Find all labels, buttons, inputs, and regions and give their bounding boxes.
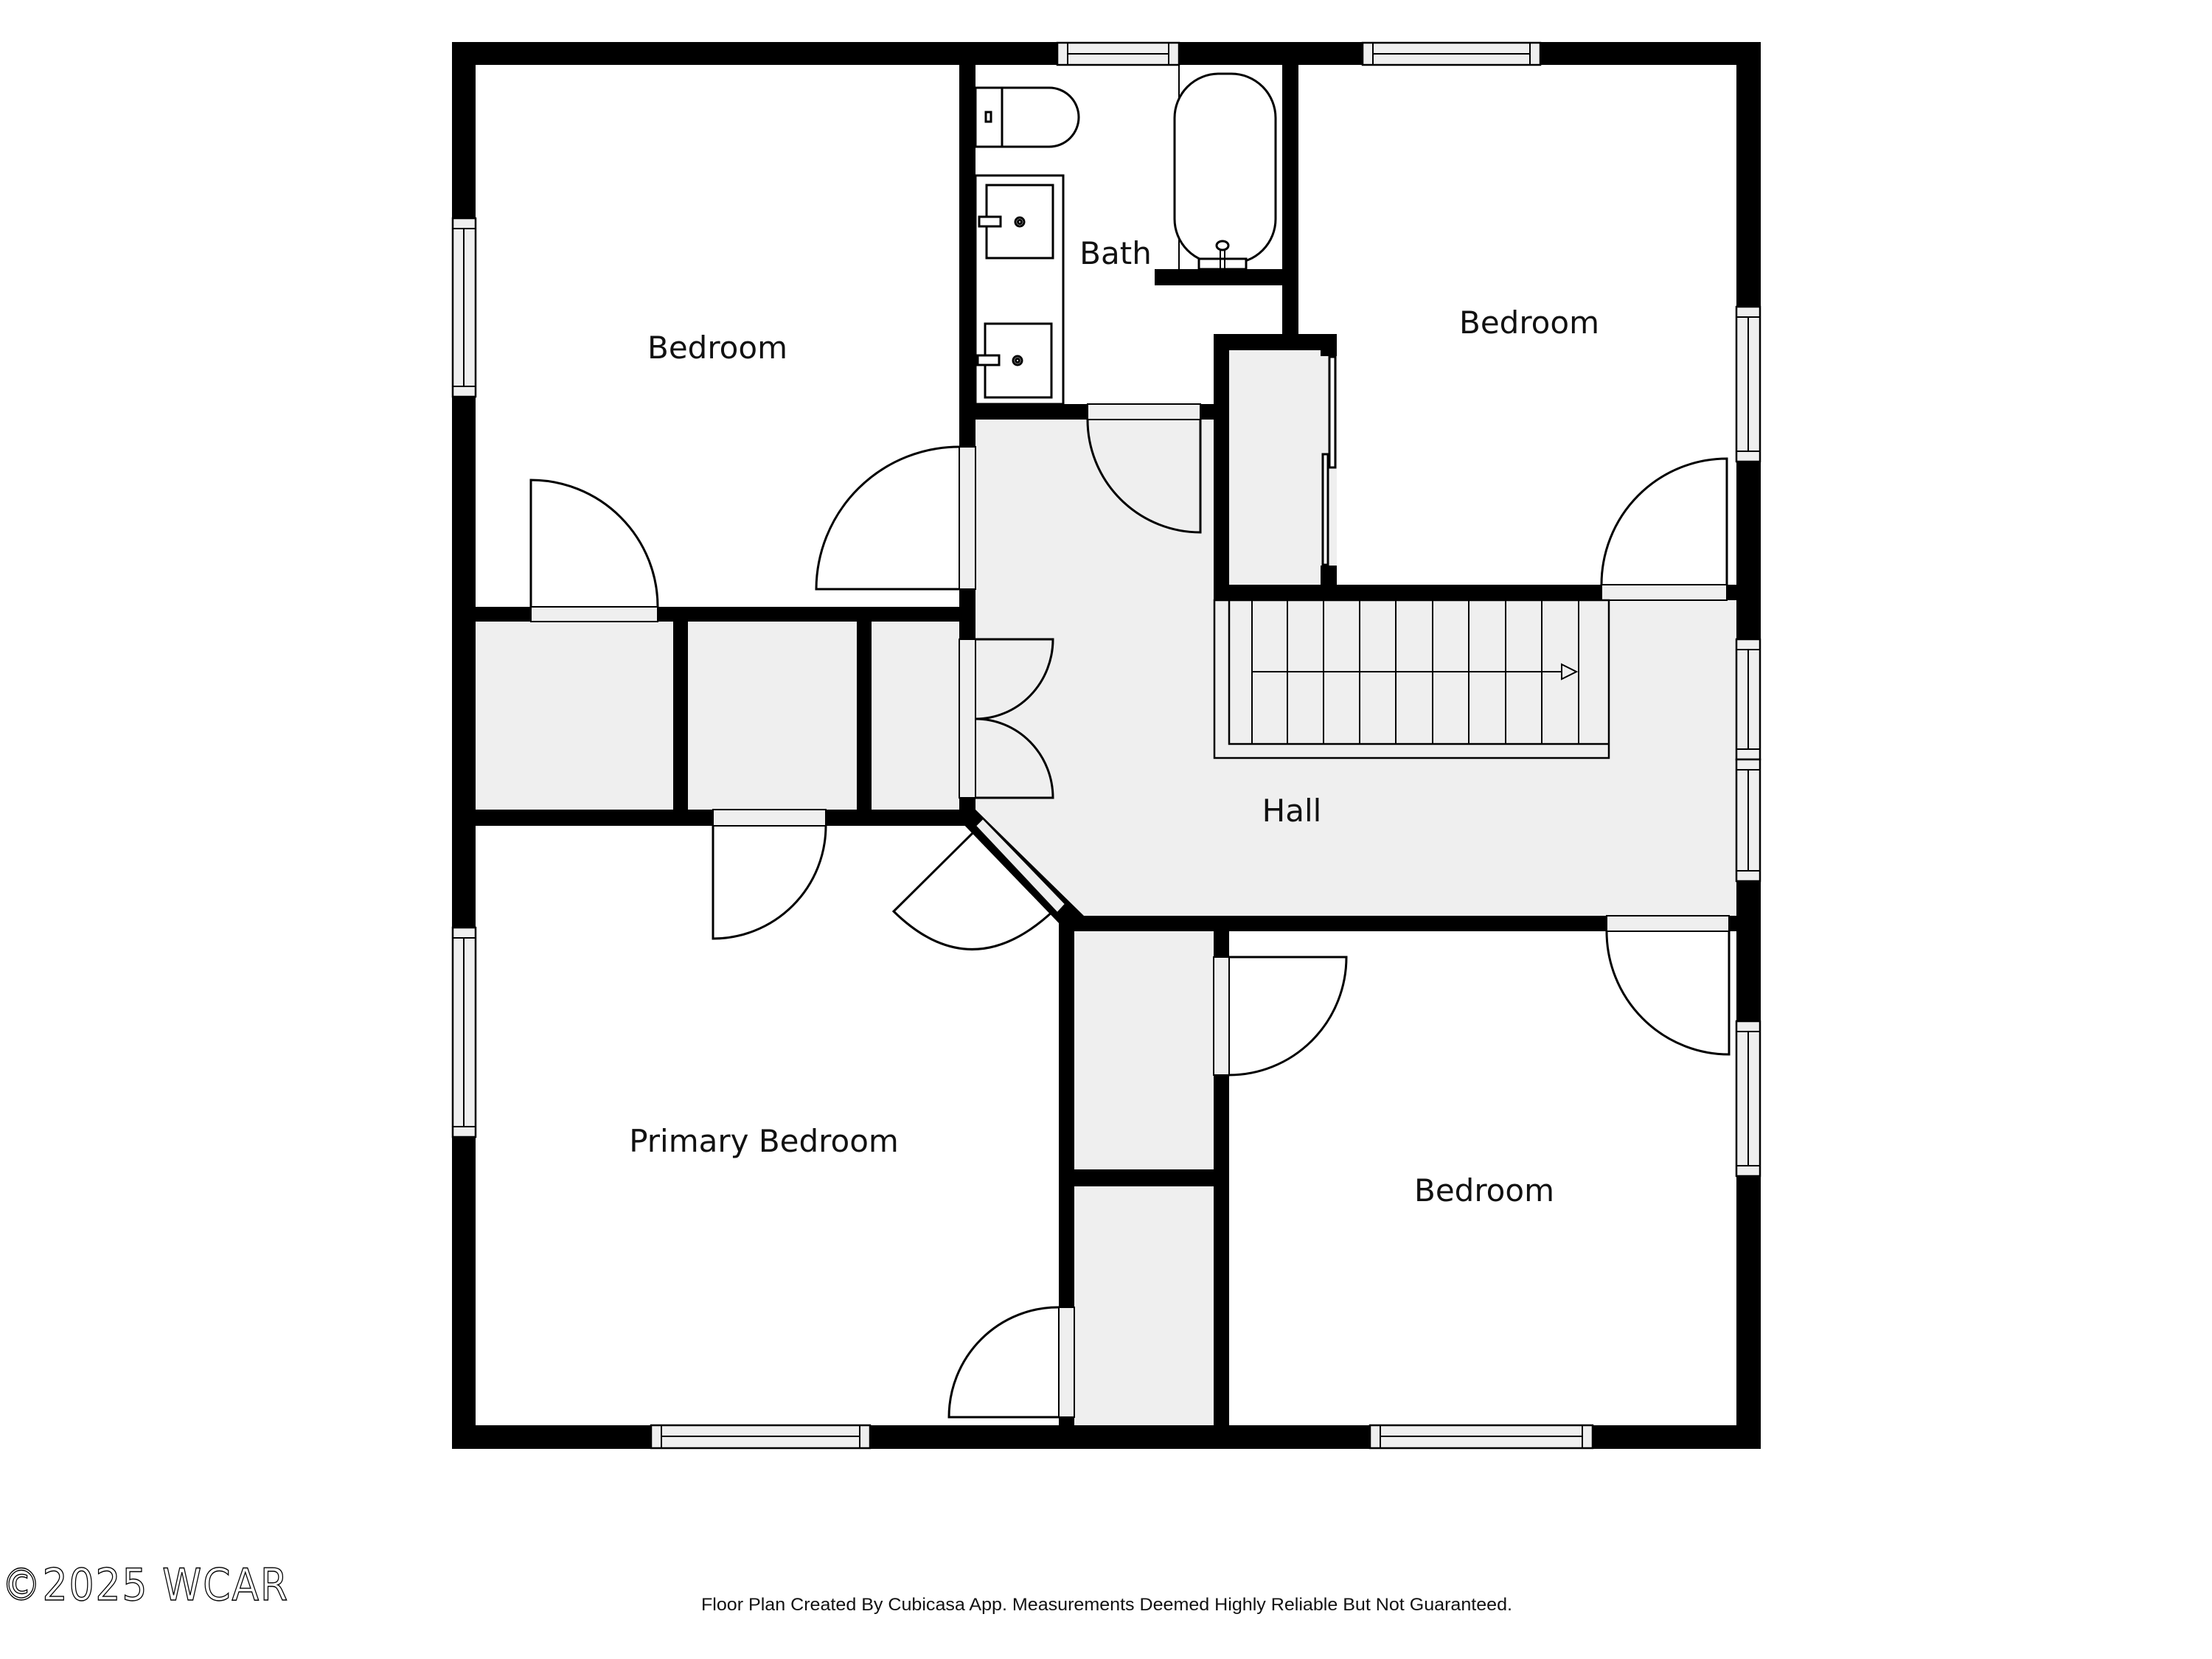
wall-corridor-mid [1059, 1169, 1229, 1186]
room-label-bath: Bath [1079, 235, 1152, 271]
vanity-icon [974, 174, 1065, 406]
window-bedroom-top-left [451, 217, 477, 398]
room-label-primary-bedroom: Primary Bedroom [629, 1123, 899, 1159]
wall-linen-left [1214, 334, 1229, 600]
door-primary-closet-bottom[interactable] [947, 1306, 1075, 1419]
wall-hall-bottom [1059, 916, 1761, 931]
window-bedroom-bottom-right-side [1735, 1020, 1761, 1178]
room-label-bedroom-bottom-right: Bedroom [1414, 1172, 1554, 1208]
door-linen-sliding[interactable] [1321, 355, 1337, 566]
room-labels: Bedroom Bath Bedroom Hall Primary Bedroo… [629, 235, 1599, 1208]
door-bedroom-bottom-right-closet[interactable] [1213, 956, 1348, 1077]
disclaimer-text: Floor Plan Created By Cubicasa App. Meas… [701, 1595, 1512, 1615]
arrow-right-icon [1252, 663, 1579, 681]
wall-closet-divider-2 [857, 622, 872, 812]
window-bath [1056, 41, 1180, 66]
window-bedroom-top-right-side [1735, 305, 1761, 463]
door-primary-bedroom[interactable] [891, 817, 1067, 950]
toilet-icon [974, 86, 1080, 148]
doors [529, 355, 1731, 1419]
copyright-watermark: ©2025 WCAR [1, 1559, 289, 1611]
window-primary-left [451, 926, 477, 1138]
wall-bedroom-bath [959, 42, 975, 826]
closet-4-floor [1074, 931, 1214, 1169]
room-label-hall: Hall [1262, 793, 1322, 829]
staircase [1213, 599, 1610, 759]
door-bedroom-bottom-right[interactable] [1605, 915, 1731, 1056]
window-primary-bottom [650, 1424, 872, 1450]
closet-5-floor [1074, 1186, 1214, 1425]
door-bedroom-top-left-hall[interactable] [815, 445, 976, 591]
closet-2-floor [688, 622, 857, 812]
wall-tub-ledge [1155, 269, 1298, 285]
room-label-bedroom-top-left: Bedroom [647, 330, 787, 366]
closet-3-floor [872, 622, 959, 812]
windows [451, 41, 1761, 1450]
door-primary-closet-top[interactable] [712, 809, 827, 940]
sink-icon [978, 184, 1054, 260]
bathtub-icon [1173, 65, 1277, 271]
room-label-bedroom-top-right: Bedroom [1459, 305, 1599, 341]
linen-closet-floor [1229, 350, 1321, 585]
door-bedroom-top-right[interactable] [1600, 457, 1728, 601]
window-bedroom-top-right-top [1361, 41, 1542, 66]
door-bedroom-top-left-closet[interactable] [529, 479, 659, 622]
window-hall-lower [1735, 758, 1761, 883]
wall-bath-bedroom2 [1282, 42, 1298, 350]
bath-fixtures [974, 65, 1277, 406]
closet-1-floor [476, 622, 673, 812]
window-bedroom-bottom-right-bottom [1368, 1424, 1594, 1450]
window-hall-upper [1735, 638, 1761, 761]
sink-icon [976, 322, 1053, 399]
wall-closet-divider-1 [673, 622, 688, 812]
door-closet-double[interactable] [959, 638, 1054, 799]
wall-linen-top [1214, 334, 1337, 350]
door-bath[interactable] [1086, 403, 1202, 534]
gray-floor-areas [476, 350, 1736, 1425]
wall-linen-jamb-top [1321, 334, 1337, 356]
